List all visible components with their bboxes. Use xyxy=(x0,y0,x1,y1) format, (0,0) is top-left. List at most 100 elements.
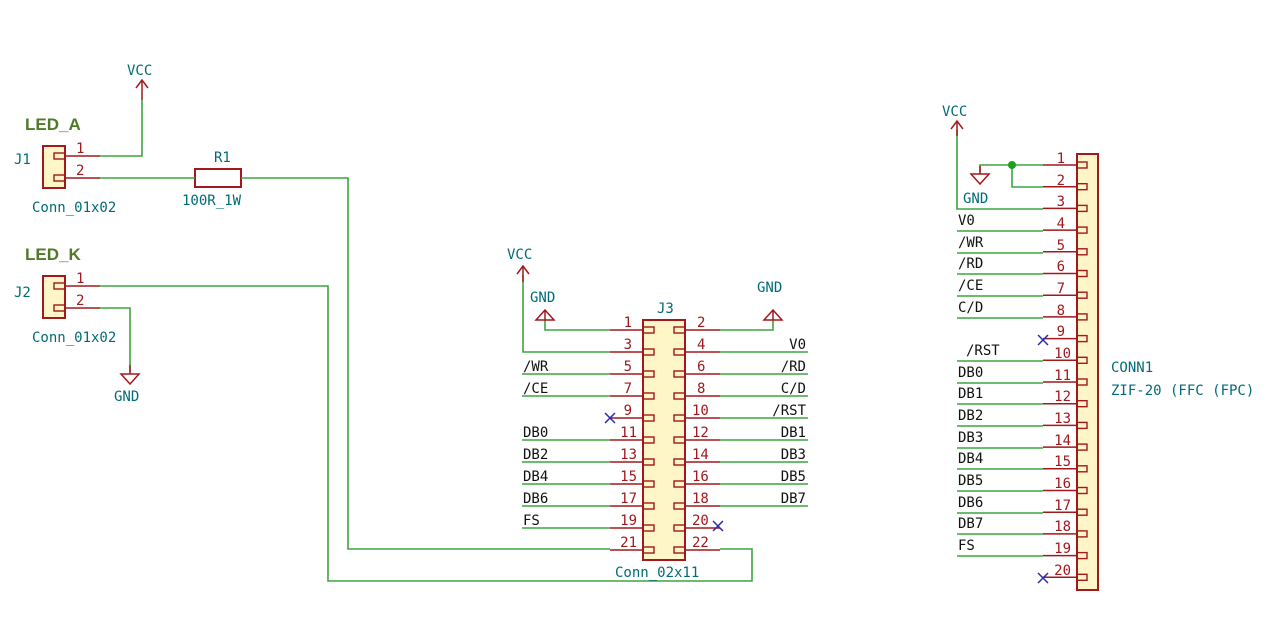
wire-j2-j3-22 xyxy=(100,285,753,582)
conn1-pin: 4 xyxy=(1057,216,1065,232)
j3-pin-r: 8 xyxy=(697,381,705,397)
j3-net-r: /RD xyxy=(781,359,806,375)
j3-pin-socket xyxy=(642,480,655,488)
j3-pin-l: 19 xyxy=(620,513,637,529)
j3-net-r: C/D xyxy=(781,381,806,397)
gnd-triangle-icon xyxy=(969,166,991,186)
j3-pin-socket xyxy=(673,414,686,422)
j3-pin-r: 20 xyxy=(692,513,709,529)
j3-net-r: DB1 xyxy=(781,425,806,441)
j3-pin-socket xyxy=(673,370,686,378)
j1-body[interactable] xyxy=(42,145,66,189)
j2-body[interactable] xyxy=(42,275,66,319)
conn1-pin: 13 xyxy=(1054,411,1071,427)
conn1-net: /RD xyxy=(958,256,983,272)
j3-pin-socket xyxy=(642,370,655,378)
j3-net-l: DB6 xyxy=(523,491,548,507)
conn1-net: DB6 xyxy=(958,495,983,511)
j3-pin-socket xyxy=(642,502,655,510)
j3-body[interactable] xyxy=(642,319,686,561)
j3-pin-l: 3 xyxy=(624,337,632,353)
j3-net-l: DB0 xyxy=(523,425,548,441)
conn1-pin-socket xyxy=(1076,443,1088,451)
j3-value: Conn_02x11 xyxy=(615,565,699,581)
vcc-label-j3: VCC xyxy=(507,247,532,263)
conn1-pin-stubs xyxy=(1043,161,1088,581)
j3-pin-socket xyxy=(642,546,655,554)
conn1-pin: 11 xyxy=(1054,368,1071,384)
no-connect-icon xyxy=(604,412,616,424)
gnd-label-j3-right: GND xyxy=(757,280,782,296)
j3-pin-socket xyxy=(673,480,686,488)
j3-pin-l: 9 xyxy=(624,403,632,419)
conn1-pin-socket xyxy=(1076,161,1088,169)
j3-pin-l: 7 xyxy=(624,381,632,397)
wire-j1-vcc xyxy=(100,100,143,157)
j3-pin-socket xyxy=(642,458,655,466)
j3-pin-r: 6 xyxy=(697,359,705,375)
conn1-pin-socket xyxy=(1076,182,1088,191)
conn1-pin-socket xyxy=(1076,573,1088,581)
conn1-net: DB3 xyxy=(958,430,983,446)
j1-pin-1: 1 xyxy=(76,141,84,157)
conn1-net: /WR xyxy=(958,235,984,251)
conn1-pin-socket xyxy=(1076,465,1088,473)
no-connect-icon xyxy=(1037,334,1049,346)
j3-net-l: DB4 xyxy=(523,469,548,485)
conn1-pin-socket xyxy=(1076,508,1088,516)
j3-net-l: /WR xyxy=(523,359,549,375)
conn1-ref: CONN1 xyxy=(1111,360,1153,376)
conn1-pin: 15 xyxy=(1054,454,1071,470)
j3-pin-r: 18 xyxy=(692,491,709,507)
conn1-pin: 5 xyxy=(1057,238,1065,254)
conn1-pin: 6 xyxy=(1057,259,1065,275)
conn1-net: /CE xyxy=(958,278,983,294)
j3-pin-socket xyxy=(673,436,686,444)
conn1-net: DB1 xyxy=(958,386,983,402)
j3-pin-socket xyxy=(673,392,686,400)
j2-pin-1: 1 xyxy=(76,271,84,287)
j1-ref: J1 xyxy=(14,152,31,168)
wire-j2-gnd xyxy=(100,307,131,372)
j1-pin-2: 2 xyxy=(76,163,84,179)
conn1-net: DB7 xyxy=(958,516,983,532)
conn1-pin-socket xyxy=(1076,204,1088,213)
conn1-net: DB0 xyxy=(958,365,983,381)
j2-pins xyxy=(53,282,100,312)
j3-net-l: FS xyxy=(523,513,540,529)
j3-pin-socket xyxy=(673,348,686,356)
j3-pin-socket xyxy=(642,392,655,400)
j3-pin-socket xyxy=(642,436,655,444)
vcc-arrow-icon xyxy=(516,264,530,282)
conn1-pin: 9 xyxy=(1057,324,1065,340)
r1-body[interactable] xyxy=(194,168,242,188)
conn1-pin-socket xyxy=(1076,356,1088,364)
conn1-pin-socket xyxy=(1076,530,1088,538)
j2-pin-2: 2 xyxy=(76,293,84,309)
conn1-pin-socket xyxy=(1076,400,1088,408)
conn1-value: ZIF-20 (FFC (FPC) xyxy=(1111,383,1254,399)
vcc-label-conn1: VCC xyxy=(942,104,967,120)
r1-ref: R1 xyxy=(214,150,231,166)
j3-net-l: /CE xyxy=(523,381,548,397)
conn1-net: DB5 xyxy=(958,473,983,489)
conn1-net: V0 xyxy=(958,213,975,229)
j3-pin-l: 17 xyxy=(620,491,637,507)
no-connect-icon xyxy=(712,520,724,532)
gnd-triangle-icon xyxy=(762,308,784,321)
conn1-body[interactable] xyxy=(1076,153,1099,591)
junction-dot xyxy=(1008,161,1016,169)
j3-pin-socket xyxy=(673,502,686,510)
conn1-pin: 17 xyxy=(1054,498,1071,514)
conn1-net: DB4 xyxy=(958,451,983,467)
conn1-pin-socket xyxy=(1076,486,1088,495)
conn1-pin-socket xyxy=(1076,313,1088,321)
conn1-pin: 19 xyxy=(1054,541,1071,557)
j3-pin-l: 13 xyxy=(620,447,637,463)
conn1-net: FS xyxy=(958,538,975,554)
conn1-pin-socket xyxy=(1076,226,1088,234)
conn1-pin: 3 xyxy=(1057,194,1065,210)
conn1-net: C/D xyxy=(958,300,983,316)
conn1-net: /RST xyxy=(966,343,1000,359)
wire-r1-j3-21 xyxy=(241,177,610,550)
